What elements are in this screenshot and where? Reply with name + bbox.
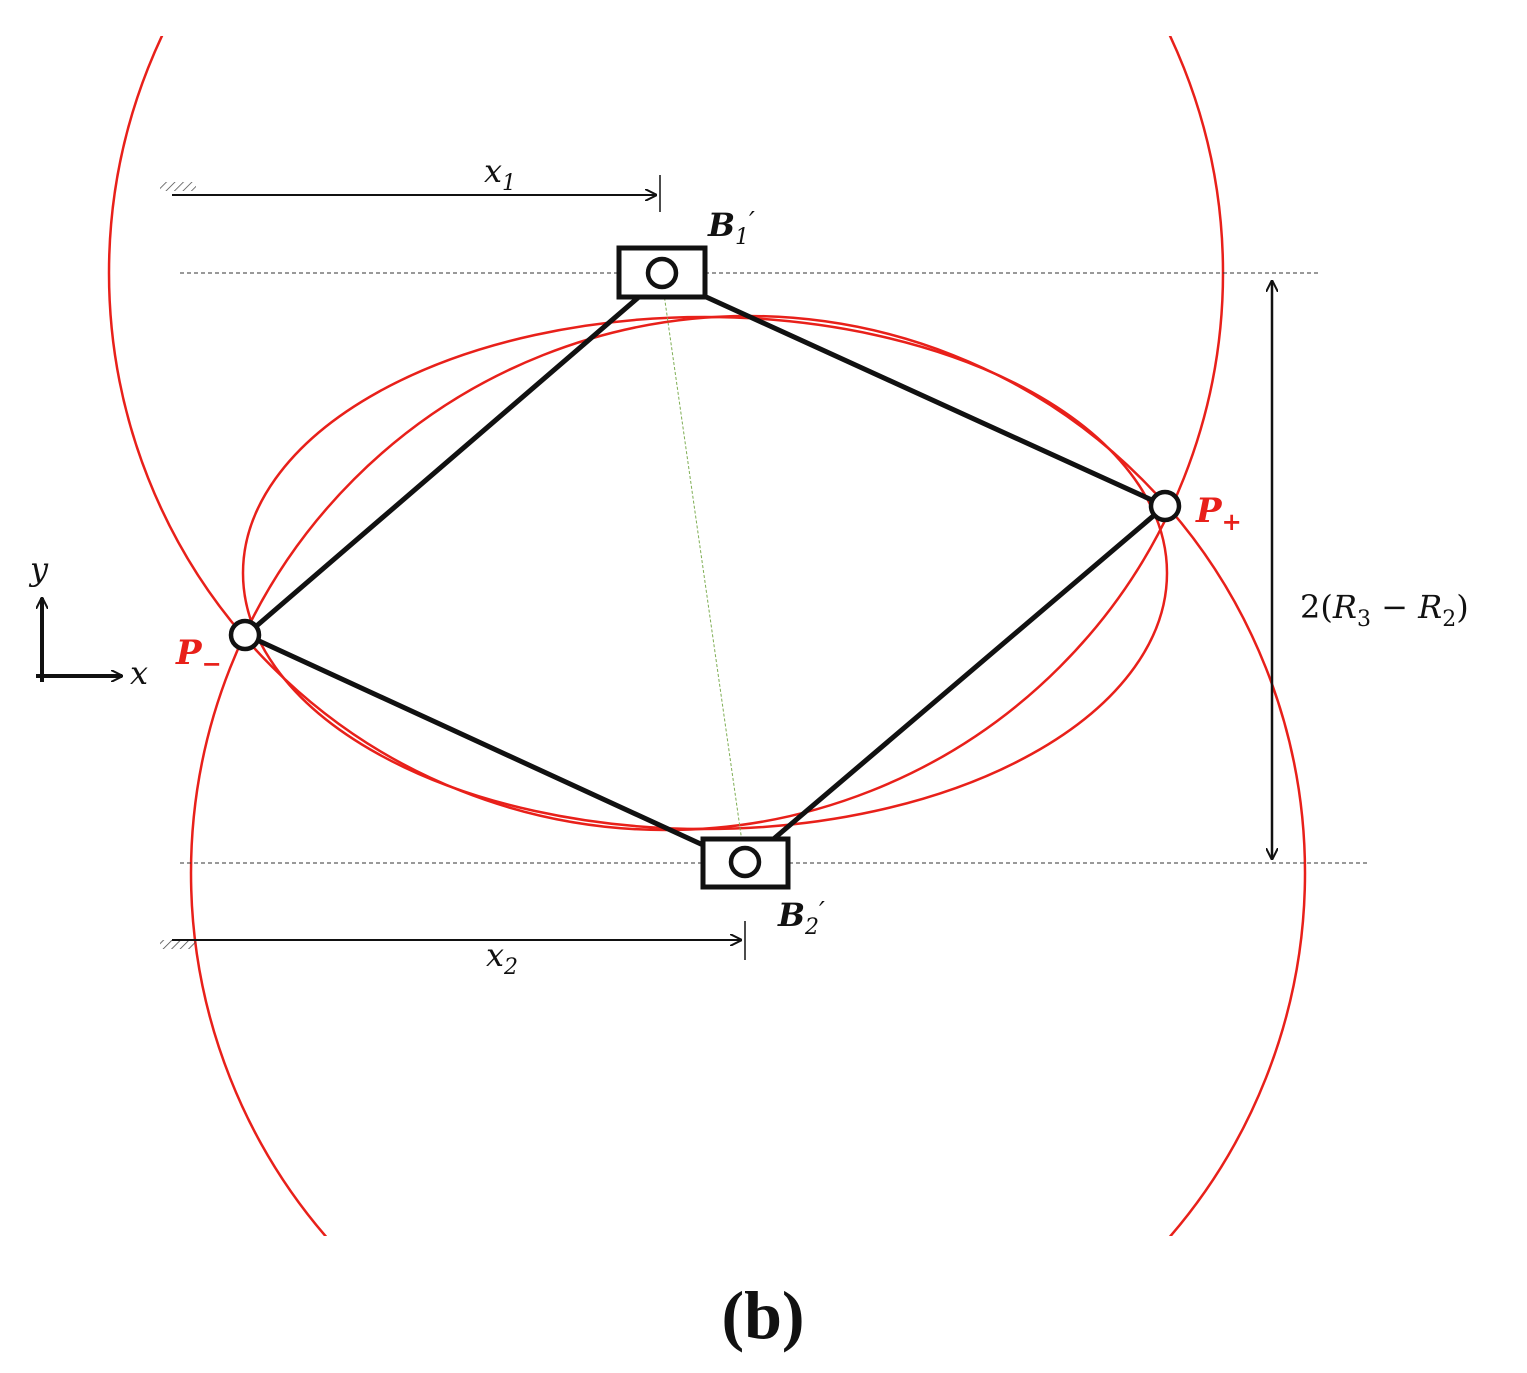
joint-p-minus: [228, 618, 262, 652]
ground-hatch-top: [160, 182, 196, 191]
dimension-x1: [160, 175, 661, 212]
link-b2-pminus: [243, 632, 706, 848]
figure-caption: (b): [721, 1277, 804, 1353]
coordinate-axes: [36, 598, 122, 682]
label-axis-x: x: [130, 654, 148, 692]
label-b1: B1′: [707, 206, 755, 250]
ground-hatch-bottom: [160, 940, 196, 949]
link-b1-pminus: [243, 293, 643, 638]
slider-centerline: [660, 272, 746, 864]
label-p-plus: P+: [1195, 491, 1242, 536]
circle-top: [107, 36, 1225, 832]
label-p-minus: P−: [175, 633, 222, 678]
dimension-x2: [160, 921, 746, 960]
label-b2: B2′: [777, 896, 825, 940]
link-b1-pplus: [701, 293, 1168, 509]
linkage: [243, 293, 1168, 848]
label-x2: x2: [486, 936, 518, 980]
label-x1: x1: [484, 152, 516, 196]
link-b2-pplus: [767, 503, 1168, 845]
circle-middle: [241, 315, 1169, 831]
label-axis-y: y: [28, 550, 49, 588]
label-dimension: 2(R3 − R2): [1300, 588, 1469, 632]
slider-b2: [700, 836, 791, 890]
joint-p-plus: [1148, 489, 1182, 523]
slider-b1: [616, 245, 708, 300]
